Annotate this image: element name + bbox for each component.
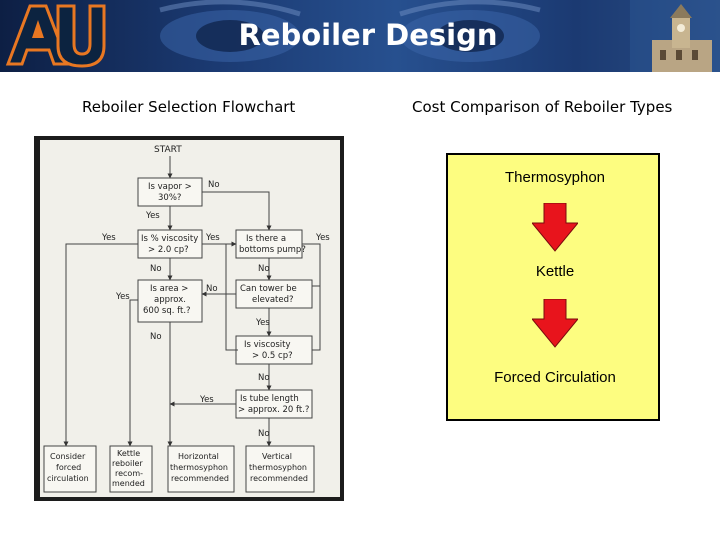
label-no-visc05: No (258, 373, 270, 383)
box-visc05 (235, 335, 313, 365)
clock-tower-image (630, 0, 720, 72)
q-pump-line1: Is there a (246, 234, 286, 244)
cost-comparison-box: Thermosyphon Kettle Forced Circulation (446, 153, 660, 421)
q-tower-line2: elevated? (252, 295, 294, 305)
flowchart-image: START Is vapor > 30%? Is % viscosity > 2… (40, 140, 340, 497)
r-horizontal-line3: recommended (171, 474, 229, 483)
box-vertical (245, 445, 315, 493)
label-yes-viscosity-left: Yes (101, 233, 116, 243)
box-vapor (137, 177, 203, 207)
r-vertical-line2: thermosyphon (249, 463, 307, 472)
r-forced-line3: circulation (47, 474, 89, 483)
r-forced-line2: forced (56, 463, 81, 472)
label-yes-tower: Yes (255, 318, 270, 328)
label-yes-area: Yes (115, 292, 130, 302)
label-yes-pump: Yes (315, 233, 330, 243)
q-tower-line1: Can tower be (240, 284, 297, 294)
header-banner: Reboiler Design (0, 0, 720, 72)
r-horizontal-line2: thermosyphon (170, 463, 228, 472)
q-visc05-line1: Is viscosity (244, 340, 290, 350)
flowchart-heading: Reboiler Selection Flowchart (82, 98, 296, 116)
q-tube-line1: Is tube length (240, 394, 299, 404)
tiger-eyes-image (159, 0, 541, 62)
r-horizontal-line1: Horizontal (178, 452, 219, 461)
label-no-area: No (150, 332, 162, 342)
box-tower (235, 279, 313, 309)
label-no-pump: No (258, 264, 270, 274)
r-vertical-line1: Vertical (262, 452, 292, 461)
label-no-vapor: No (208, 180, 220, 190)
r-kettle-line2: reboiler (112, 459, 143, 468)
box-forced (43, 445, 97, 493)
q-pump-line2: bottoms pump? (239, 245, 306, 255)
auburn-logo (5, 4, 106, 68)
q-tube-line2: > approx. 20 ft.? (238, 405, 309, 415)
q-area-line3: 600 sq. ft.? (143, 306, 191, 316)
box-kettle (109, 445, 153, 493)
r-kettle-line3: recom- (115, 469, 143, 478)
label-no-viscosity: No (150, 264, 162, 274)
q-viscosity-line1: Is % viscosity (141, 234, 198, 244)
label-yes-vapor: Yes (145, 211, 160, 221)
q-viscosity-line2: > 2.0 cp? (148, 245, 189, 255)
r-kettle-line1: Kettle (117, 449, 140, 458)
r-kettle-line4: mended (112, 479, 145, 488)
box-horizontal (167, 445, 235, 493)
label-no-tower: No (206, 284, 218, 294)
cost-item-forced-circulation: Forced Circulation (494, 369, 616, 386)
q-vapor-line2: 30%? (158, 193, 181, 203)
page-title: Reboiler Design (238, 18, 498, 52)
label-yes-tube: Yes (199, 395, 214, 405)
r-forced-line1: Consider (50, 452, 86, 461)
cost-item-kettle: Kettle (535, 263, 575, 280)
r-vertical-line3: recommended (250, 474, 308, 483)
q-vapor-line1: Is vapor > (148, 182, 192, 192)
cost-item-thermosyphon: Thermosyphon (504, 169, 606, 186)
down-arrow-icon (532, 299, 578, 348)
q-area-line1: Is area > (150, 284, 188, 294)
label-no-tube: No (258, 429, 270, 439)
cost-comparison-heading: Cost Comparison of Reboiler Types (412, 98, 673, 116)
label-start: START (154, 145, 182, 155)
down-arrow-icon (532, 203, 578, 252)
q-area-line2: approx. (154, 295, 186, 305)
q-visc05-line2: > 0.5 cp? (252, 351, 293, 361)
label-yes-viscosity-right: Yes (205, 233, 220, 243)
